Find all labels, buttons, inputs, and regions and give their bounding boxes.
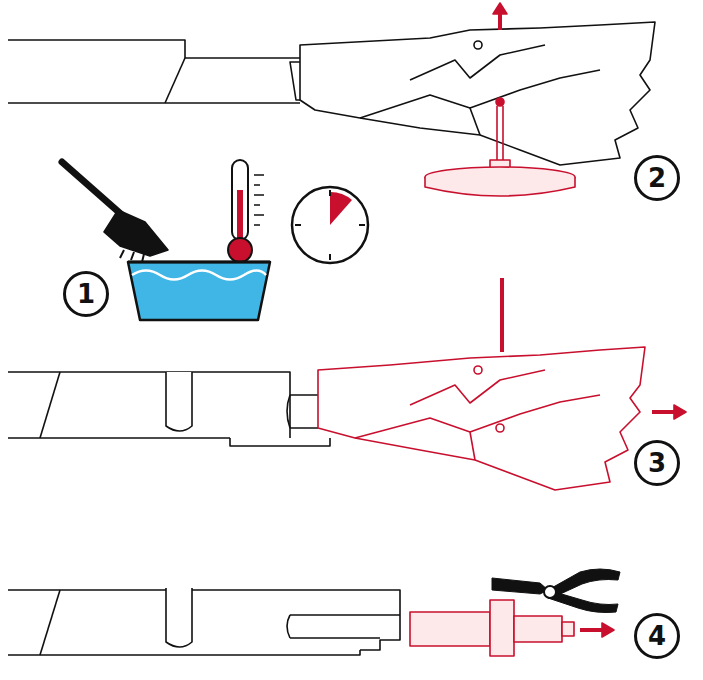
callout-number: 1 [77, 281, 95, 307]
tool-step-2 [8, 3, 655, 196]
separator-line [500, 278, 504, 352]
tool-step-4 [8, 569, 620, 656]
callout-number: 3 [648, 450, 666, 476]
callout-circle: 4 [634, 613, 680, 659]
callout-number: 4 [648, 623, 666, 649]
cleaning-icons [62, 160, 368, 320]
callout-circle: 3 [634, 440, 680, 486]
callout-number: 2 [648, 165, 666, 191]
callout-circle: 1 [63, 271, 109, 317]
tool-step-3 [8, 347, 686, 490]
callout-circle: 2 [634, 155, 680, 201]
